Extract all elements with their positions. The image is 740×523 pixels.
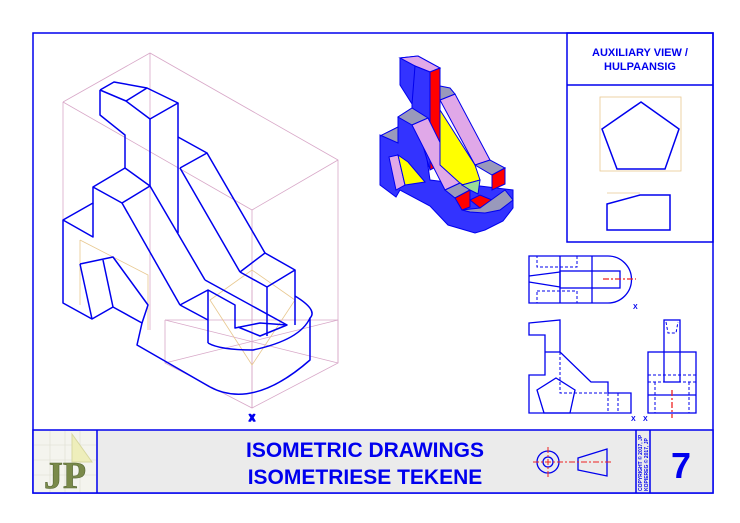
colored-isometric-model <box>379 55 514 234</box>
auxiliary-view-label: AUXILIARY VIEW / <box>592 47 688 59</box>
sheet-border <box>32 32 714 494</box>
title-afrikaans: ISOMETRIESE TEKENE <box>248 466 483 489</box>
auxiliary-view-panel: AUXILIARY VIEW / HULPAANSIG <box>566 32 714 243</box>
front-view-x-marker: X <box>631 416 636 423</box>
isometric-drawing: X <box>62 81 313 424</box>
auxiliary-pentagon <box>601 101 680 170</box>
svg-text:JP: JP <box>44 455 86 497</box>
logo: JP <box>34 431 96 497</box>
projection-symbol <box>533 447 613 477</box>
auxiliary-true-shape <box>606 194 671 231</box>
top-view: X <box>528 255 638 311</box>
title-english: ISOMETRIC DRAWINGS <box>246 439 484 462</box>
top-view-x-marker: X <box>633 304 638 311</box>
side-view-x-marker: X <box>643 416 648 423</box>
iso-x-marker: X <box>249 413 255 423</box>
construction-box <box>62 52 339 409</box>
side-view: X <box>643 319 697 423</box>
auxiliary-view-label-af: HULPAANSIG <box>604 61 676 73</box>
sheet-number: 7 <box>671 445 691 486</box>
title-block: JP ISOMETRIC DRAWINGS ISOMETRIESE TEKENE… <box>32 429 714 497</box>
front-view: X <box>528 319 636 423</box>
copyright-afrikaans: KOPIEREG © 2017, JP <box>643 437 650 491</box>
copyright-english: COPYRIGHT © 2017, JP <box>637 434 644 491</box>
